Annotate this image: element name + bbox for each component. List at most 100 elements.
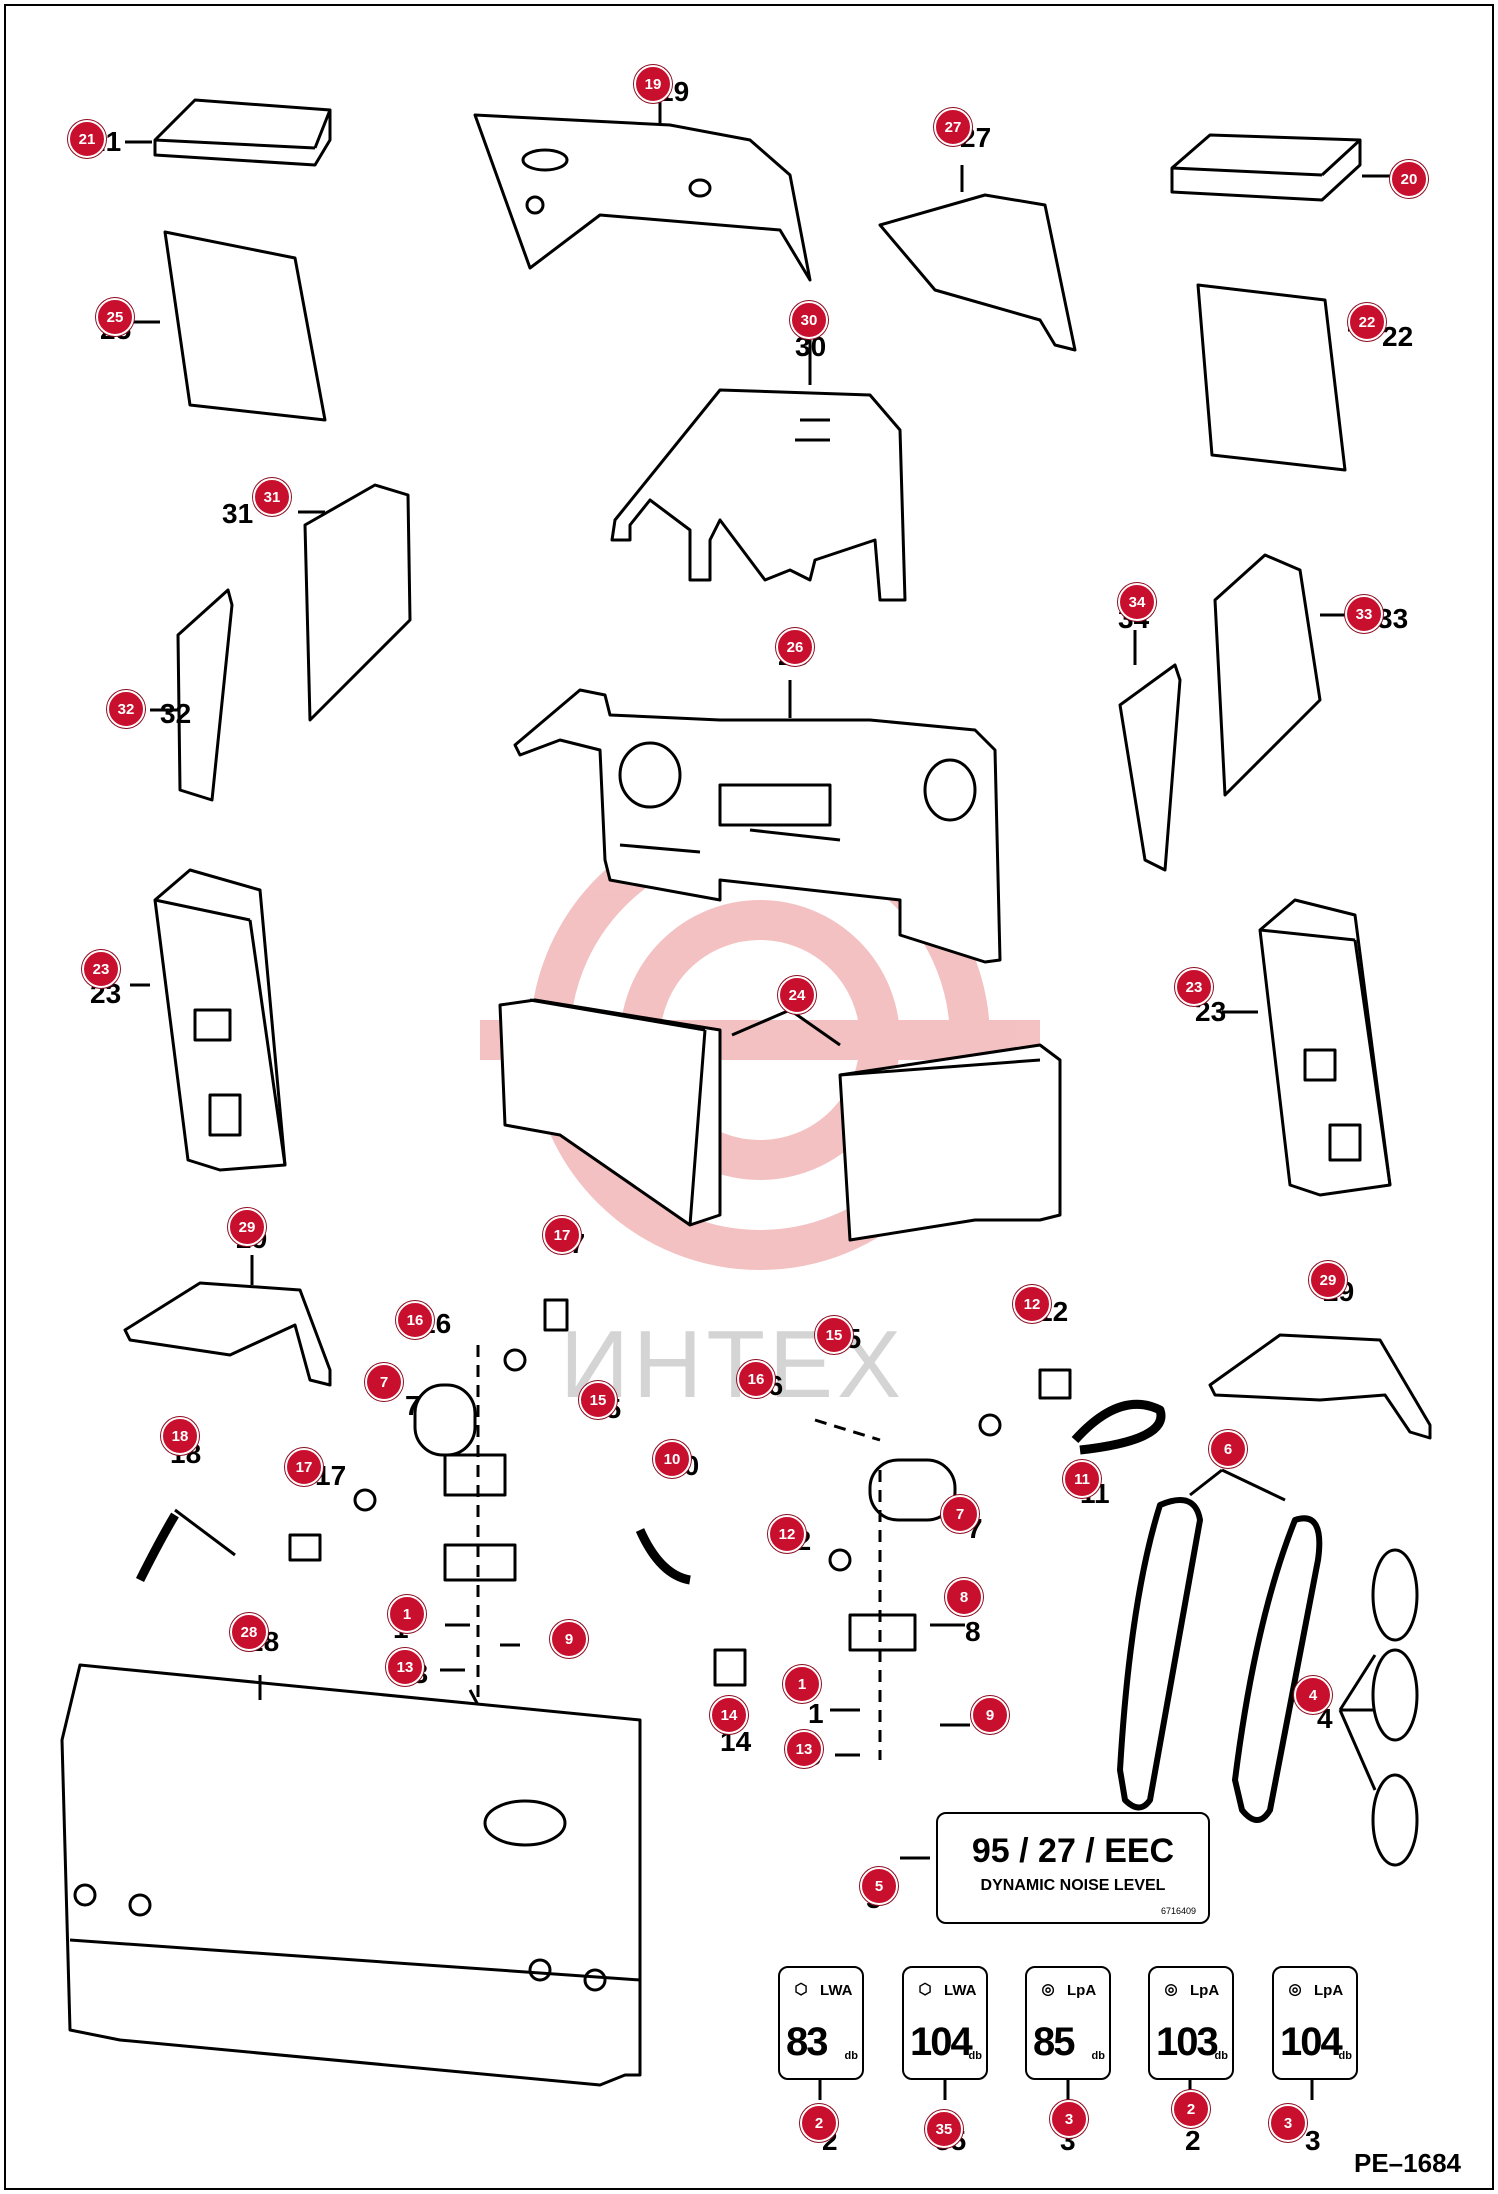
callout-c29a[interactable]: 29 [228, 1208, 266, 1246]
callout-c4[interactable]: 4 [1294, 1676, 1332, 1714]
part-32-strip [150, 588, 234, 802]
callout-c32[interactable]: 32 [107, 690, 145, 728]
part-25-board [120, 230, 327, 422]
callout-c1a[interactable]: 1 [388, 1595, 426, 1633]
callout-c25[interactable]: 25 [96, 298, 134, 336]
callout-c1b[interactable]: 1 [783, 1665, 821, 1703]
callout-c11[interactable]: 11 [1063, 1460, 1101, 1498]
noise-label-value: 83 [786, 2020, 828, 2064]
part-number-label: 8 [965, 1616, 981, 1647]
noise-label-type: LWA [820, 1982, 853, 1999]
noise-label-value: 103 [1156, 2020, 1219, 2064]
label-leaders [818, 1856, 1314, 2100]
callout-c33[interactable]: 33 [1345, 595, 1383, 633]
part-27-panel [878, 165, 1077, 352]
callout-c7a[interactable]: 7 [365, 1363, 403, 1401]
part-4-pulleys [1338, 1548, 1419, 1867]
noise-level-decal: 95 / 27 / EEC DYNAMIC NOISE LEVEL 671640… [936, 1812, 1210, 1924]
ear-icon: ◎ [1288, 1981, 1302, 1998]
callout-c9b[interactable]: 9 [971, 1696, 1009, 1734]
callout-c9a[interactable]: 9 [550, 1620, 588, 1658]
noise-label-type: LpA [1190, 1982, 1220, 1999]
sheet-border [4, 4, 1494, 2190]
callout-c6[interactable]: 6 [1209, 1430, 1247, 1468]
decal-subtitle: DYNAMIC NOISE LEVEL [980, 1877, 1166, 1894]
callout-c3a[interactable]: 3 [1050, 2100, 1088, 2138]
noise-label-type: LWA [944, 1982, 977, 1999]
callout-c14[interactable]: 14 [710, 1696, 748, 1734]
decal-code: 6716409 [1160, 1906, 1196, 1916]
callout-c29b[interactable]: 29 [1309, 1261, 1347, 1299]
callout-c10[interactable]: 10 [653, 1440, 691, 1478]
part-20-pad [1170, 133, 1390, 202]
callout-c30[interactable]: 30 [790, 301, 828, 339]
callout-c23a[interactable]: 23 [82, 950, 120, 988]
noise-label-type: LpA [1314, 1982, 1344, 1999]
callout-c27[interactable]: 27 [934, 108, 972, 146]
part-number-label: 3 [1305, 2125, 1321, 2156]
part-33-panel [1213, 553, 1345, 797]
part-21-pad [125, 98, 332, 167]
callout-c34[interactable]: 34 [1118, 583, 1156, 621]
callout-c3b[interactable]: 3 [1269, 2104, 1307, 2142]
noise-label-value: 104 [910, 2020, 973, 2064]
callout-c21[interactable]: 21 [68, 120, 106, 158]
hex-icon: ⬡ [918, 1981, 932, 1998]
callout-c5[interactable]: 5 [860, 1867, 898, 1905]
noise-label-unit: db [968, 2050, 982, 2062]
part-29-left-bracket [123, 1255, 332, 1387]
callout-c15b[interactable]: 15 [579, 1381, 617, 1419]
ear-icon: ◎ [1164, 1981, 1178, 1998]
part-6-belts [1117, 1468, 1323, 1823]
decal-title: 95 / 27 / EEC [971, 1832, 1175, 1870]
callout-c13a[interactable]: 13 [386, 1648, 424, 1686]
callout-c22[interactable]: 22 [1348, 303, 1386, 341]
callout-c23b[interactable]: 23 [1175, 968, 1213, 1006]
part-number-label: 22 [1382, 321, 1414, 352]
callout-c26[interactable]: 26 [776, 628, 814, 666]
callout-c15a[interactable]: 15 [815, 1316, 853, 1354]
left-valve-assembly [135, 1298, 569, 1710]
part-29-right-bracket [1208, 1333, 1432, 1440]
callout-c28[interactable]: 28 [230, 1613, 268, 1651]
callout-c2a[interactable]: 2 [800, 2104, 838, 2142]
part-number-label: 7 [405, 1390, 421, 1421]
part-34-strip [1118, 630, 1182, 872]
part-24-blocks [498, 998, 1062, 1242]
callout-c18[interactable]: 18 [161, 1417, 199, 1455]
part-23-right-block [1222, 898, 1392, 1197]
hex-icon: ⬡ [794, 1981, 808, 1998]
callout-c12b[interactable]: 12 [768, 1515, 806, 1553]
callout-c2b[interactable]: 2 [1172, 2090, 1210, 2128]
noise-label-unit: db [1338, 2050, 1352, 2062]
noise-label-value: 85 [1033, 2020, 1075, 2064]
callout-c35[interactable]: 35 [925, 2110, 963, 2148]
callout-c16b[interactable]: 16 [737, 1360, 775, 1398]
callout-c13b[interactable]: 13 [785, 1730, 823, 1768]
part-number-label: 31 [222, 498, 254, 529]
callout-c8[interactable]: 8 [945, 1578, 983, 1616]
part-30-hood [610, 340, 907, 602]
callout-c17a[interactable]: 17 [543, 1216, 581, 1254]
part-number-label: 2 [1185, 2125, 1201, 2156]
callout-c12a[interactable]: 12 [1013, 1285, 1051, 1323]
callout-c31[interactable]: 31 [253, 478, 291, 516]
part-19-panel [473, 90, 812, 282]
callout-c7b[interactable]: 7 [941, 1495, 979, 1533]
callout-c16a[interactable]: 16 [396, 1301, 434, 1339]
part-31-panel [298, 483, 412, 722]
noise-label-unit: db [1091, 2050, 1105, 2062]
callout-c24[interactable]: 24 [778, 976, 816, 1014]
callout-c17b[interactable]: 17 [285, 1448, 323, 1486]
callout-c20[interactable]: 20 [1390, 160, 1428, 198]
callout-c19[interactable]: 19 [634, 65, 672, 103]
part-number-label: 32 [160, 698, 192, 729]
noise-label-unit: db [1214, 2050, 1228, 2062]
